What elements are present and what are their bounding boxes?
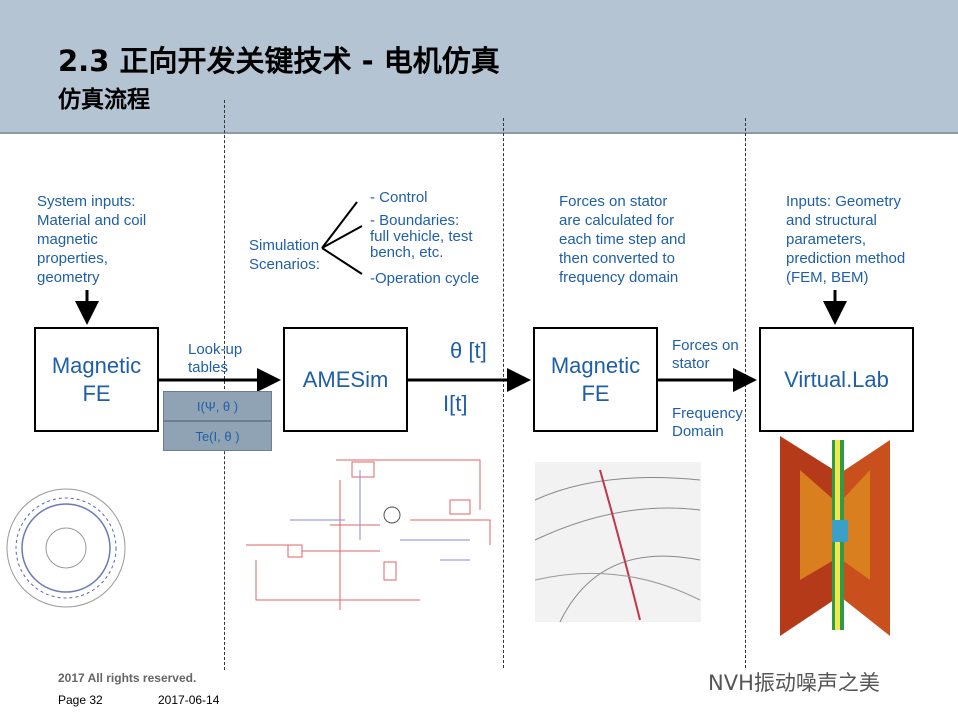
frequency-domain-label: Frequency Domain xyxy=(672,405,743,440)
flux-plot xyxy=(534,462,701,623)
control-item: - Control xyxy=(370,189,428,206)
simulation-scenarios-label: Simulation Scenarios: xyxy=(249,237,320,273)
lookup-table-te: Te(I, θ ) xyxy=(163,421,272,451)
lookup-table-psi: I(Ψ, θ ) xyxy=(163,391,272,421)
amesim-schematic xyxy=(246,459,491,610)
system-inputs-note: System inputs: Material and coil magneti… xyxy=(37,193,147,286)
divider-3 xyxy=(745,118,746,668)
header-band xyxy=(0,0,958,134)
forces-on-stator-label: Forces on stator xyxy=(672,337,739,372)
footer-date: 2017-06-14 xyxy=(158,693,220,707)
divider-2 xyxy=(503,118,504,668)
amesim-box: AMESim xyxy=(283,327,408,432)
theta-label: θ [t] xyxy=(450,338,487,363)
boundaries-item: - Boundaries: full vehicle, test bench, … xyxy=(370,212,473,261)
lookup-tables-label: Look-up tables xyxy=(188,341,243,376)
forces-note: Forces on stator are calculated for each… xyxy=(559,193,686,286)
current-label: I[t] xyxy=(443,391,468,416)
magnetic-fe-box-2: Magnetic FE xyxy=(533,327,658,432)
inputs-geometry-note: Inputs: Geometry and structural paramete… xyxy=(786,193,906,286)
page-number: Page 32 xyxy=(58,693,103,707)
magnetic-fe-box: Magnetic FE xyxy=(34,327,159,432)
rights-text: 2017 All rights reserved. xyxy=(58,671,197,685)
page-subtitle: 仿真流程 xyxy=(58,87,150,113)
vibration-field-plot xyxy=(780,436,890,636)
virtual-lab-box: Virtual.Lab xyxy=(759,327,914,432)
page-title: 2.3 正向开发关键技术 - 电机仿真 xyxy=(58,44,500,78)
operation-cycle-item: -Operation cycle xyxy=(370,270,480,287)
stator-drawing xyxy=(6,488,126,608)
watermark: NVH振动噪声之美 xyxy=(708,671,880,695)
divider-1 xyxy=(224,100,225,670)
